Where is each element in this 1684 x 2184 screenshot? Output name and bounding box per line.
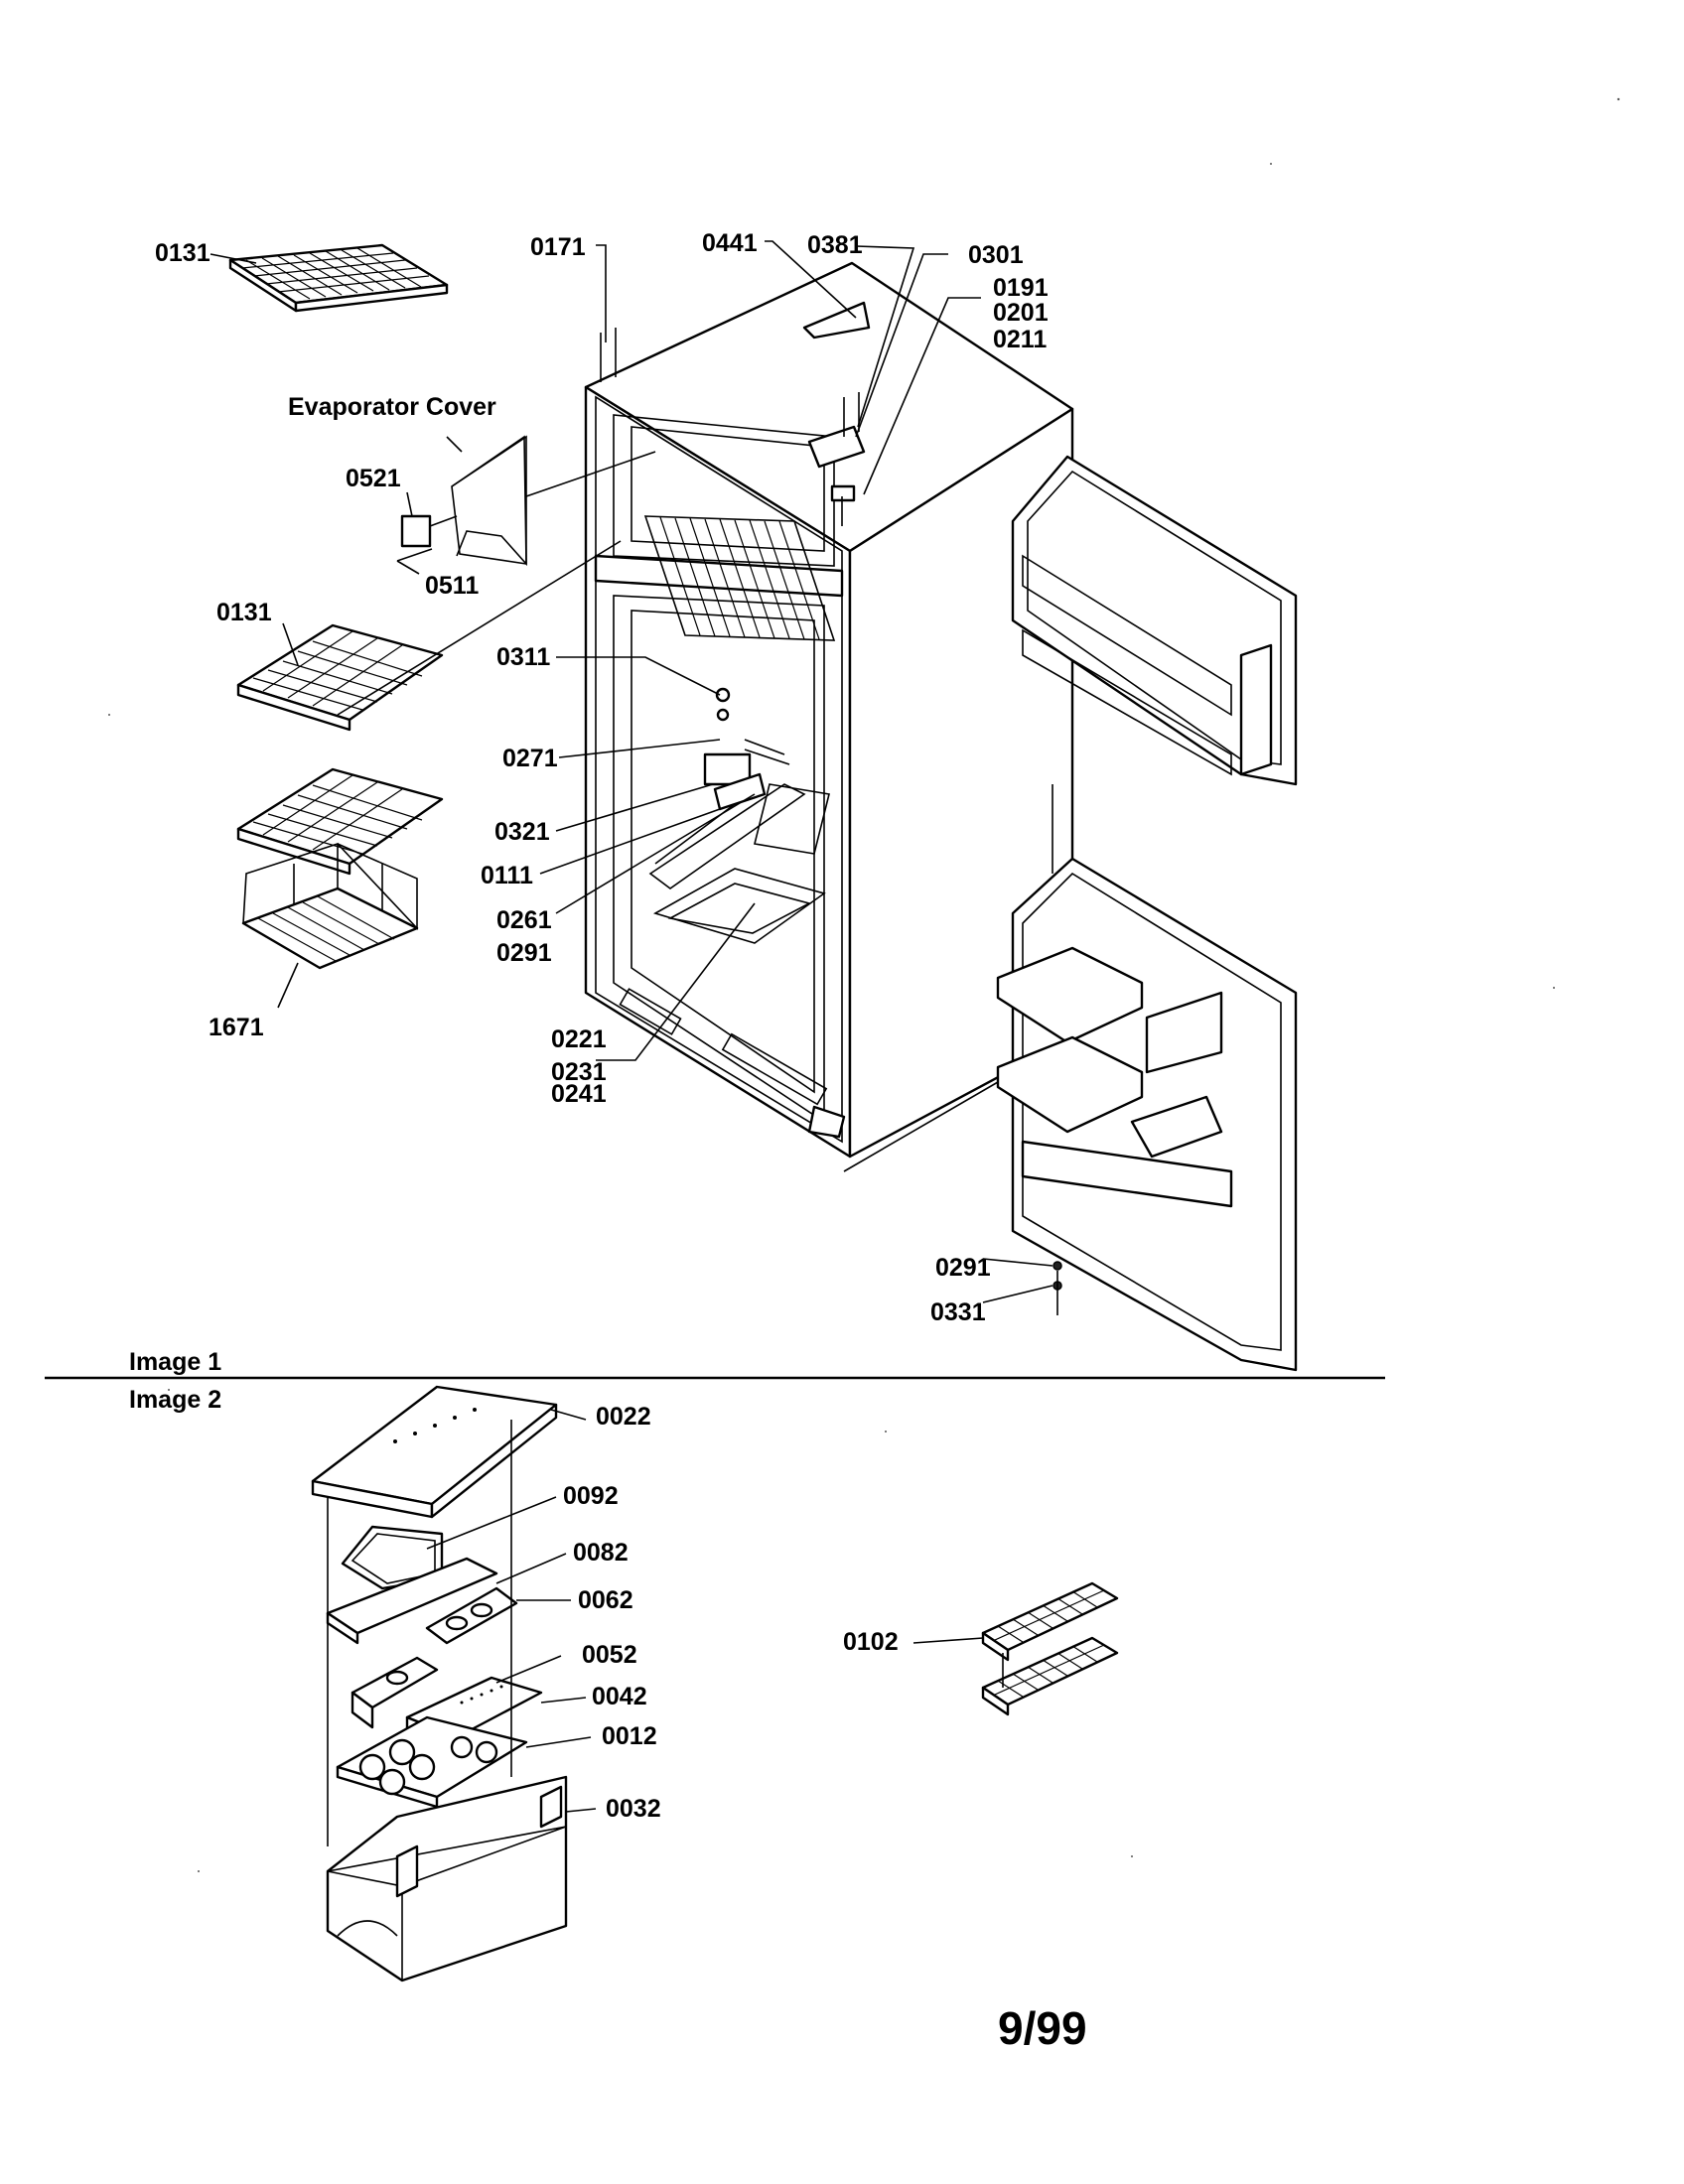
callout-0131-mid: 0131: [216, 599, 272, 626]
callout-0521: 0521: [346, 465, 401, 492]
callout-0311: 0311: [496, 643, 551, 671]
freezer-wire-shelf-top: [228, 243, 449, 313]
callout-0321: 0321: [494, 818, 550, 846]
callout-0131-top: 0131: [155, 239, 210, 267]
callout-0191: 0191: [993, 274, 1049, 302]
leader-lines-image2: [327, 1409, 984, 1846]
page-code: 9/99: [998, 2002, 1087, 2054]
callout-0201: 0201: [993, 299, 1049, 327]
callout-0441: 0441: [702, 229, 758, 257]
callout-1671: 1671: [209, 1014, 264, 1041]
callout-0032: 0032: [606, 1795, 661, 1823]
leader-lines-image1: [210, 240, 1053, 1303]
ice-scoop: [341, 1525, 444, 1590]
egg-holder-pair: [425, 1586, 518, 1645]
callout-0042: 0042: [592, 1683, 647, 1710]
freezer-shelf-mid: [236, 540, 622, 732]
callout-0102: 0102: [843, 1628, 899, 1656]
callout-evaporator-cover: Evaporator Cover: [288, 393, 496, 421]
callout-0261: 0261: [496, 906, 552, 934]
ice-tray-frame: [326, 1557, 498, 1645]
callout-0291-a: 0291: [496, 939, 552, 967]
callout-0171: 0171: [530, 233, 586, 261]
fresh-food-door: [843, 857, 1298, 1372]
ice-cube-trays: [981, 1581, 1119, 1716]
callout-0511: 0511: [425, 572, 480, 600]
section-label-image2: Image 2: [129, 1386, 222, 1414]
callout-0241: 0241: [551, 1080, 607, 1108]
callout-0111: 0111: [481, 862, 533, 889]
egg-tray: [336, 1715, 528, 1809]
callout-0211: 0211: [993, 326, 1048, 353]
callout-0381: 0381: [807, 231, 863, 259]
callout-0082: 0082: [573, 1539, 629, 1567]
callout-0221: 0221: [551, 1025, 607, 1053]
control-assembly: [654, 687, 790, 865]
scan-specks: [108, 97, 1620, 1872]
callout-0231: 0231: [551, 1058, 607, 1086]
evaporator-cover-assembly: [396, 435, 656, 567]
callout-0301: 0301: [968, 241, 1024, 269]
callout-0271: 0271: [502, 745, 558, 772]
butter-holder: [351, 1656, 439, 1729]
refrigerator-cabinet: [584, 261, 1074, 1159]
callout-0062: 0062: [578, 1586, 633, 1614]
section-label-image1: Image 1: [129, 1348, 222, 1376]
ice-bin-lid: [311, 1385, 558, 1519]
callout-0012: 0012: [602, 1722, 657, 1750]
callout-0052: 0052: [582, 1641, 637, 1669]
callout-0331: 0331: [930, 1298, 986, 1326]
callout-0291-b: 0291: [935, 1254, 991, 1282]
crisper-cover-shelf: [236, 767, 444, 923]
callout-0092: 0092: [563, 1482, 619, 1510]
wire-basket: [241, 842, 419, 970]
callout-0022: 0022: [596, 1403, 651, 1431]
freezer-door: [1011, 455, 1298, 874]
ice-bin: [326, 1775, 568, 1982]
